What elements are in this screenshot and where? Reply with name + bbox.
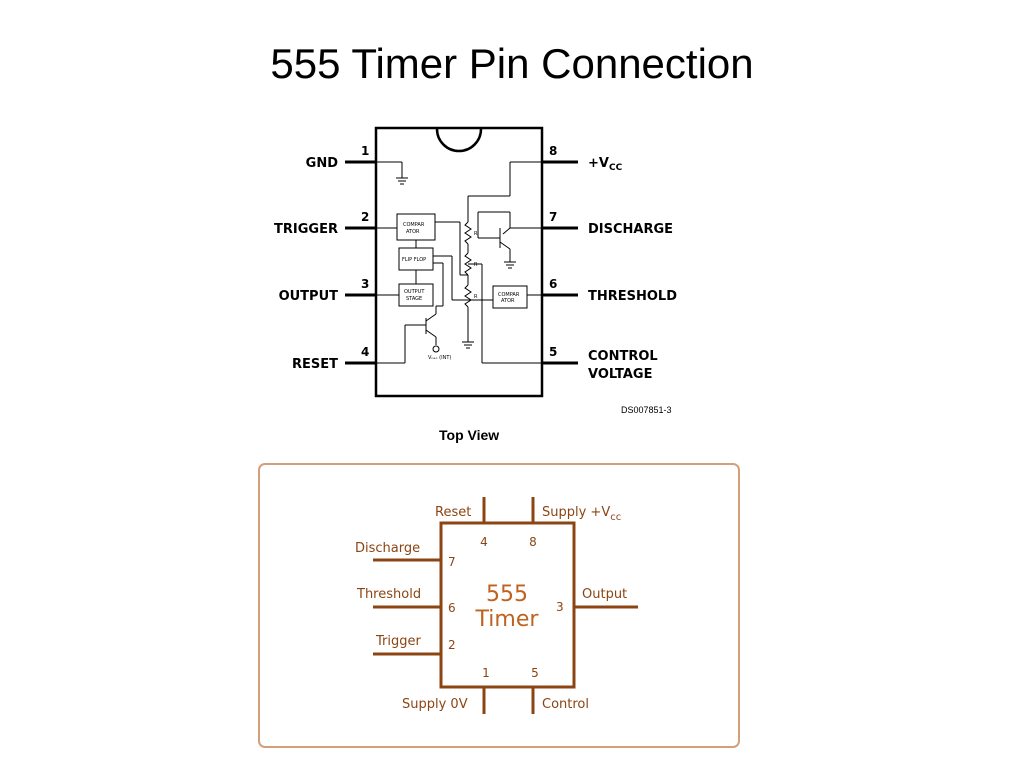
ic-pin-leads	[345, 160, 578, 365]
ic-pin5-label-line1: CONTROL	[588, 349, 658, 364]
ic-resistor-label-1: R	[474, 231, 478, 237]
ic-pin6-num: 6	[549, 277, 557, 291]
ic-top-view-label: Top View	[439, 427, 499, 443]
ic-resistor-label-2: R	[474, 262, 478, 268]
ic-pinout-diagram: GND TRIGGER OUTPUT RESET 1 2 3 4 8 7 6 5…	[274, 126, 677, 443]
ic-comparator-top-label2: ATOR	[406, 229, 420, 235]
ic-pin6-label: THRESHOLD	[588, 289, 677, 304]
ic-flipflop-label: FLIP FLOP	[402, 257, 426, 263]
simple-pin2-num: 2	[448, 638, 456, 652]
simple-trigger-label: Trigger	[375, 634, 421, 649]
ic-pin1-num: 1	[361, 144, 369, 158]
simple-pin1-num: 1	[482, 666, 490, 680]
ic-pin1-label: GND	[306, 156, 339, 171]
ic-output-stage-label2: STAGE	[406, 296, 422, 302]
simple-output-label: Output	[582, 587, 627, 602]
simple-pin4-num: 4	[480, 535, 488, 549]
ic-pin3-num: 3	[361, 277, 369, 291]
simple-chip-name-line1: 555	[486, 582, 528, 607]
ic-vref-label: Vₙₑₒ (INT)	[428, 355, 451, 361]
slide-title: 555 Timer Pin Connection	[270, 40, 754, 87]
ic-pin8-label: +VCC	[588, 156, 623, 173]
ic-pin7-num: 7	[549, 210, 557, 224]
simple-pinout-diagram: 555 Timer 4 8 7 6 2 3 1 5 Reset Supply +…	[258, 463, 740, 748]
ic-pin5-num: 5	[549, 345, 557, 359]
ic-notch	[435, 128, 483, 153]
ic-pin5-label-line2: VOLTAGE	[588, 367, 653, 382]
ic-pin7-label: DISCHARGE	[588, 222, 673, 237]
simple-pin-leads	[373, 497, 638, 714]
ic-output-stage-label1: OUTPUT	[404, 289, 425, 295]
simple-pin7-num: 7	[448, 555, 456, 569]
simple-supply-0v-label: Supply 0V	[402, 697, 468, 712]
simple-chip-name-line2: Timer	[475, 607, 540, 632]
simple-pin3-num: 3	[556, 600, 564, 614]
ic-pin3-label: OUTPUT	[279, 289, 339, 304]
simple-supply-vcc-label: Supply +Vcc	[542, 505, 621, 523]
ic-internal-wiring	[376, 161, 542, 364]
ic-body	[374, 126, 544, 398]
ic-pin4-label: RESET	[292, 357, 338, 372]
simple-chip-body	[439, 521, 576, 689]
ic-comparator-right-label2: ATOR	[501, 298, 515, 304]
ic-resistor-label-3: R	[474, 294, 478, 300]
simple-reset-label: Reset	[435, 505, 471, 520]
simple-pin5-num: 5	[531, 666, 539, 680]
simple-discharge-label: Discharge	[355, 541, 420, 556]
simple-pin8-num: 8	[529, 535, 537, 549]
ic-comparator-right-label1: COMPAR	[498, 292, 520, 298]
ic-pin2-label: TRIGGER	[274, 222, 338, 237]
simple-pin6-num: 6	[448, 601, 456, 615]
ic-doc-code: DS007851-3	[621, 405, 672, 415]
ic-pin4-num: 4	[361, 345, 369, 359]
simple-threshold-label: Threshold	[356, 587, 421, 602]
simple-control-label: Control	[542, 697, 589, 712]
ic-comparator-top-label1: COMPAR	[403, 222, 425, 228]
ic-pin8-num: 8	[549, 144, 557, 158]
ic-pin2-num: 2	[361, 210, 369, 224]
